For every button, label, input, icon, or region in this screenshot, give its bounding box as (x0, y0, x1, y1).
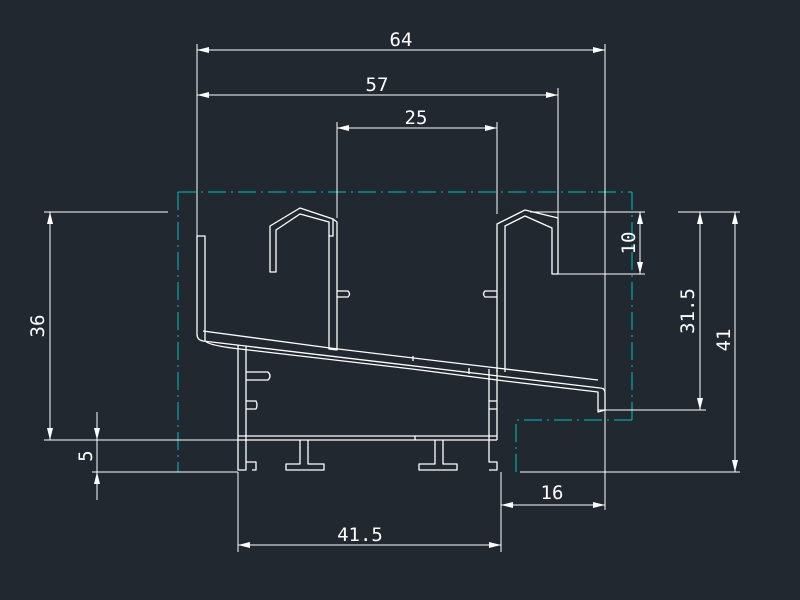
dim-label-channel-width: 25 (405, 107, 428, 129)
profile-lower-tabs (246, 371, 497, 410)
dim-label-inner-width: 57 (366, 74, 389, 96)
profile-hook-left (269, 207, 334, 273)
dimension-labels: 64 57 25 41.5 16 36 5 10 31.5 41 (27, 29, 735, 546)
dim-label-inner-height: 31.5 (677, 288, 699, 334)
profile-channel-left-wall (328, 218, 338, 351)
extension-lines (44, 44, 740, 552)
profile-lower-box (237, 345, 498, 440)
profile-t-slot-right (418, 440, 458, 471)
dim-label-base-offset: 5 (75, 450, 97, 461)
centerlines (177, 191, 633, 472)
dim-label-right-offset: 16 (541, 482, 564, 504)
dim-label-base-width: 41.5 (337, 524, 383, 546)
profile-channel-left-tab (337, 290, 351, 298)
profile-hook-right (496, 209, 559, 372)
profile-mid-bar (238, 435, 497, 441)
dim-label-lip-height: 10 (618, 232, 640, 255)
dim-label-top-width: 64 (390, 29, 413, 51)
profile-t-slot-left (285, 440, 325, 471)
profile-ramp-notches (412, 356, 470, 440)
dimension-lines (44, 44, 740, 552)
dim-label-left-height: 36 (27, 315, 49, 338)
centerline-right-lower (515, 419, 632, 472)
profile-channel-right-tab (482, 290, 497, 298)
profile-left-wall (196, 235, 606, 413)
profile-base (237, 440, 498, 471)
dim-label-total-height: 41 (713, 329, 735, 352)
aluminium-profile (196, 207, 606, 471)
